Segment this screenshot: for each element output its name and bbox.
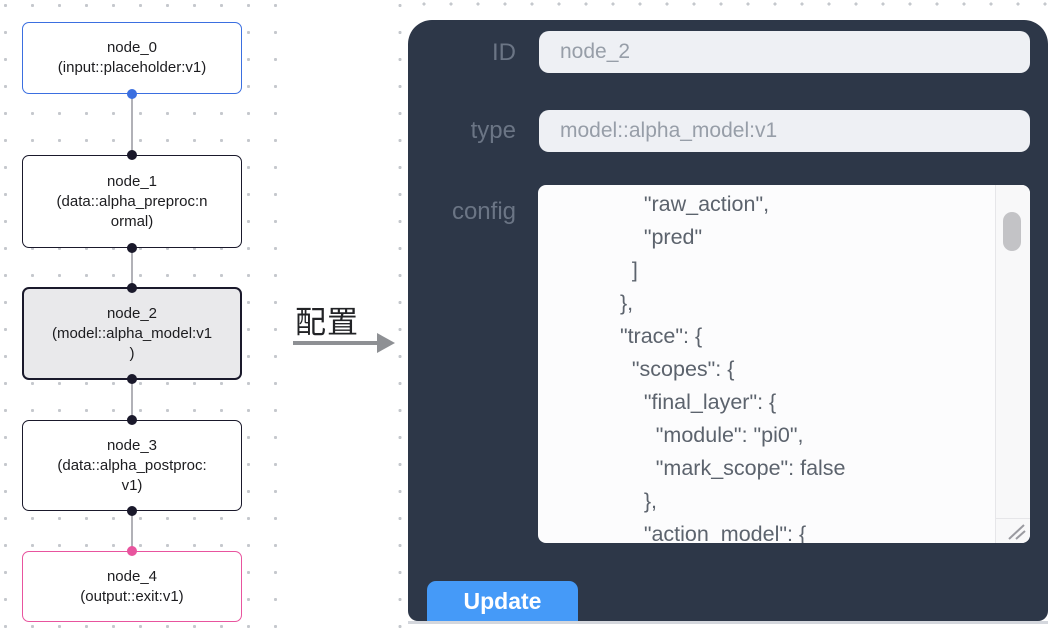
source-handle[interactable] — [127, 89, 137, 99]
node-output-exit[interactable]: node_4 (output::exit:v1) — [22, 546, 242, 622]
node-type-line: (input::placeholder:v1) — [57, 59, 207, 76]
type-label: type — [470, 117, 516, 144]
target-handle[interactable] — [127, 546, 137, 556]
node-title: node_0 — [106, 39, 158, 56]
node-data-preproc[interactable]: node_1 (data::alpha_preproc:n ormal) — [22, 150, 242, 253]
id-label: ID — [492, 39, 516, 66]
node-type-line: (model::alpha_model:v1 — [51, 324, 213, 342]
target-handle[interactable] — [127, 283, 137, 293]
node-type-line: ) — [129, 344, 135, 362]
node-title: node_3 — [106, 436, 158, 454]
scrollbar-thumb[interactable] — [1003, 212, 1021, 251]
resize-handle-icon — [1008, 524, 1026, 540]
config-textarea[interactable]: "raw_action", "pred" ] }, "trace": { "sc… — [538, 185, 1030, 543]
config-annotation-label: 配置 — [295, 305, 359, 340]
config-label: config — [451, 198, 516, 225]
edge-line[interactable] — [131, 248, 133, 287]
node-title: node_2 — [106, 304, 158, 322]
source-handle[interactable] — [127, 374, 137, 384]
canvas-dot-grid — [386, 0, 410, 643]
node-data-postproc[interactable]: node_3 (data::alpha_postproc: v1) — [22, 415, 242, 516]
edge-line[interactable] — [131, 94, 133, 155]
node-type-line: ormal) — [110, 212, 154, 230]
node-model-alpha-selected[interactable]: node_2 (model::alpha_model:v1 ) — [22, 283, 242, 384]
update-button[interactable]: Update — [427, 581, 578, 621]
source-handle[interactable] — [127, 243, 137, 253]
node-title: node_1 — [106, 172, 158, 190]
node-type-line: (data::alpha_preproc:n — [56, 192, 208, 210]
node-title: node_4 — [106, 567, 158, 585]
node-input-placeholder[interactable]: node_0 (input::placeholder:v1) — [22, 22, 242, 99]
id-input[interactable] — [539, 31, 1030, 73]
node-type-line: (data::alpha_postproc: — [57, 456, 207, 474]
node-type-line: (output::exit:v1) — [80, 587, 184, 605]
config-panel: ID type config "raw_action", "pred" ] },… — [408, 20, 1048, 621]
config-json-text: "raw_action", "pred" ] }, "trace": { "sc… — [619, 192, 846, 543]
resize-corner[interactable] — [996, 518, 1030, 543]
edge-line[interactable] — [131, 380, 133, 420]
edge-line[interactable] — [131, 511, 133, 551]
target-handle[interactable] — [127, 150, 137, 160]
target-handle[interactable] — [127, 415, 137, 425]
scrollbar-track[interactable] — [995, 185, 1030, 543]
canvas-dot-grid — [408, 0, 1062, 16]
type-input[interactable] — [539, 110, 1030, 152]
panel-bottom-edge — [408, 621, 1048, 624]
source-handle[interactable] — [127, 506, 137, 516]
node-type-line: v1) — [121, 476, 143, 494]
right-arrow-icon — [293, 331, 395, 355]
